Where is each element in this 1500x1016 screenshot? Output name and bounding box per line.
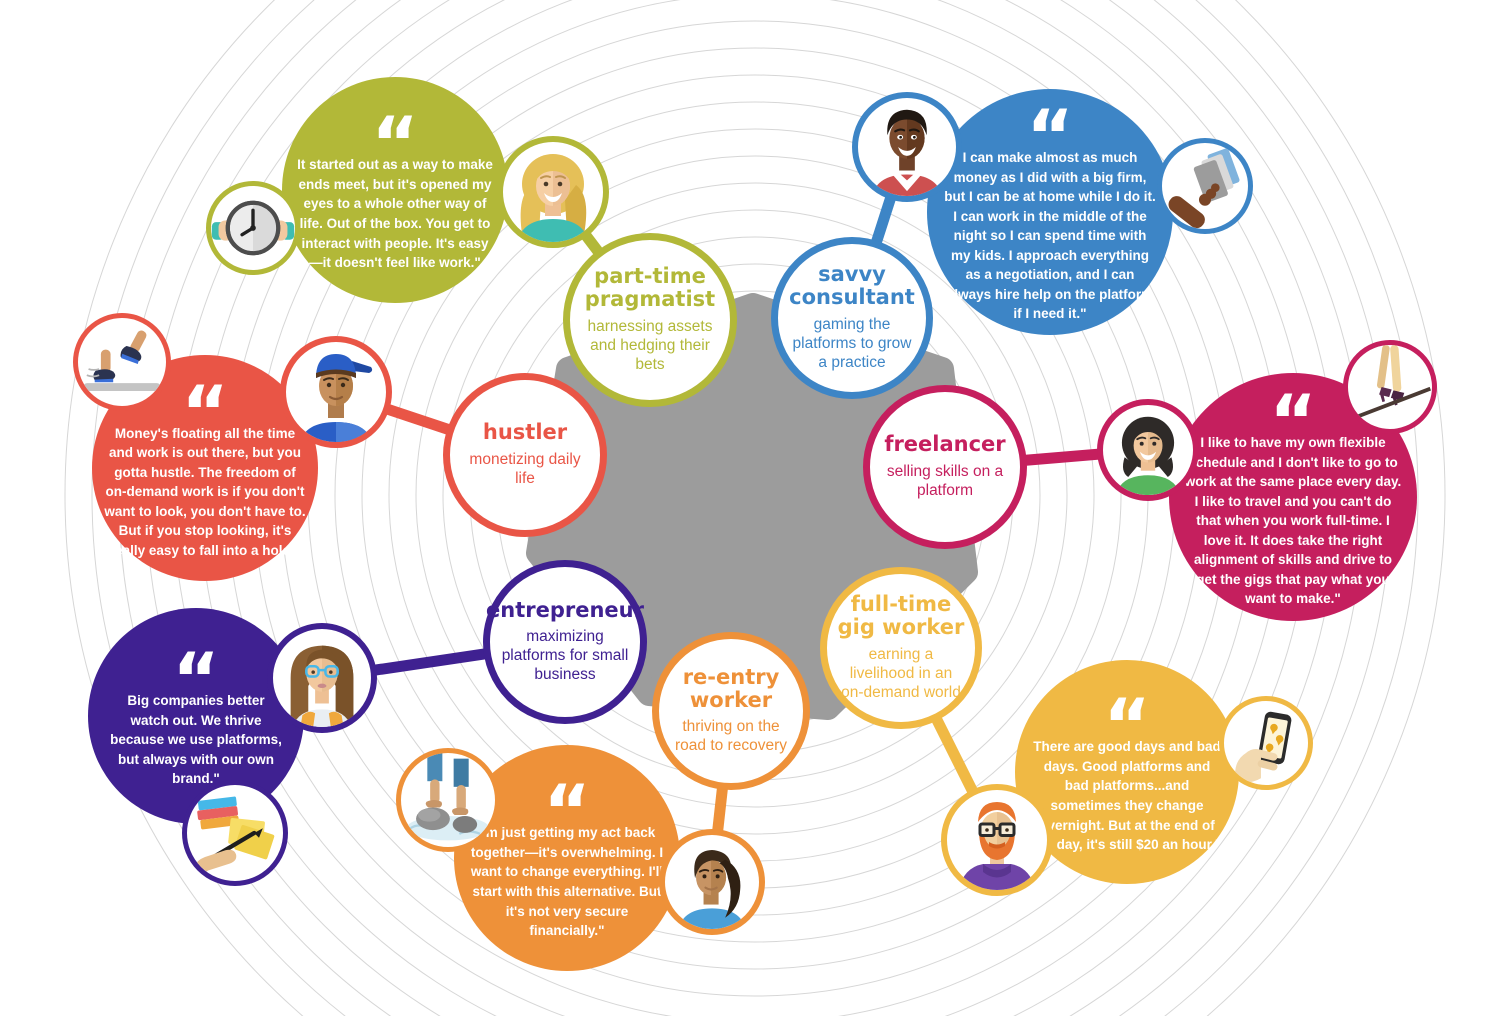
persona-subtitle: monetizing daily life xyxy=(469,450,581,487)
avatar-full-time-gig-worker xyxy=(941,784,1053,896)
persona-subtitle: gaming the platforms to grow a practice xyxy=(792,315,912,371)
quote-mark-icon: “ xyxy=(1026,99,1074,144)
persona-circle-part-time-pragmatist: part-time pragmatist harnessing assets a… xyxy=(563,233,737,407)
persona-title: freelancer xyxy=(884,432,1006,457)
avatar-re-entry-worker xyxy=(659,829,765,935)
persona-title: savvy consultant xyxy=(789,262,915,310)
avatar-entrepreneur xyxy=(267,623,377,733)
persona-circle-full-time-gig-worker: full-time gig worker earning a livelihoo… xyxy=(820,567,982,729)
heels-on-tightrope-icon xyxy=(1343,340,1437,434)
avatar-savvy-consultant xyxy=(852,92,962,202)
hand-holding-cards-icon xyxy=(1157,138,1253,234)
persona-subtitle: harnessing assets and hedging their bets xyxy=(587,317,713,373)
quote-text: Money's floating all the time and work i… xyxy=(104,425,306,558)
quote-bubble-savvy-consultant: “ I can make almost as much money as I d… xyxy=(927,89,1173,335)
quote-text: I'm just getting my act back together—it… xyxy=(470,825,664,939)
quote-mark-icon: “ xyxy=(371,107,419,152)
quote-bubble-part-time-pragmatist: “ It started out as a way to make ends m… xyxy=(282,77,508,303)
persona-circle-freelancer: freelancer selling skills on a platform xyxy=(863,385,1027,549)
persona-title: part-time pragmatist xyxy=(584,264,716,312)
avatar-part-time-pragmatist xyxy=(497,136,609,248)
hand-pen-sticky-notes-icon xyxy=(182,780,288,886)
persona-circle-re-entry-worker: re-entry worker thriving on the road to … xyxy=(652,632,810,790)
persona-title: entrepreneur xyxy=(486,597,644,622)
running-shoes-icon xyxy=(73,313,171,411)
quote-text: It started out as a way to make ends mee… xyxy=(297,157,493,271)
persona-circle-hustler: hustler monetizing daily life xyxy=(443,373,607,537)
quote-mark-icon: “ xyxy=(1269,384,1317,429)
persona-circle-entrepreneur: entrepreneur maximizing platforms for sm… xyxy=(483,560,647,724)
hand-holding-phone-map-pins-icon xyxy=(1219,696,1313,790)
persona-circle-savvy-consultant: savvy consultant gaming the platforms to… xyxy=(771,237,933,399)
persona-subtitle: earning a livelihood in an on-demand wor… xyxy=(841,645,961,701)
quote-mark-icon: “ xyxy=(181,375,229,420)
quote-mark-icon: “ xyxy=(172,643,220,688)
quote-text: Big companies better watch out. We thriv… xyxy=(110,693,282,787)
hands-holding-clock-icon xyxy=(206,181,300,275)
persona-subtitle: maximizing platforms for small business xyxy=(501,628,629,684)
quote-text: I like to have my own flexible schedule … xyxy=(1184,434,1402,607)
quote-mark-icon: “ xyxy=(543,775,591,820)
quote-text: I can make almost as much money as I did… xyxy=(944,149,1156,322)
quote-bubble-entrepreneur: “ Big companies better watch out. We thr… xyxy=(88,608,304,824)
persona-title: full-time gig worker xyxy=(837,592,965,640)
quote-text: There are good days and bad days. Good p… xyxy=(1032,739,1222,853)
persona-subtitle: thriving on the road to recovery xyxy=(675,718,787,755)
persona-title: re-entry worker xyxy=(682,664,780,712)
avatar-hustler xyxy=(280,336,392,448)
persona-subtitle: selling skills on a platform xyxy=(886,462,1004,499)
quote-mark-icon: “ xyxy=(1103,689,1151,734)
avatar-freelancer xyxy=(1097,399,1199,501)
feet-stepping-on-rocks-icon xyxy=(396,748,500,852)
persona-title: hustler xyxy=(482,420,568,445)
